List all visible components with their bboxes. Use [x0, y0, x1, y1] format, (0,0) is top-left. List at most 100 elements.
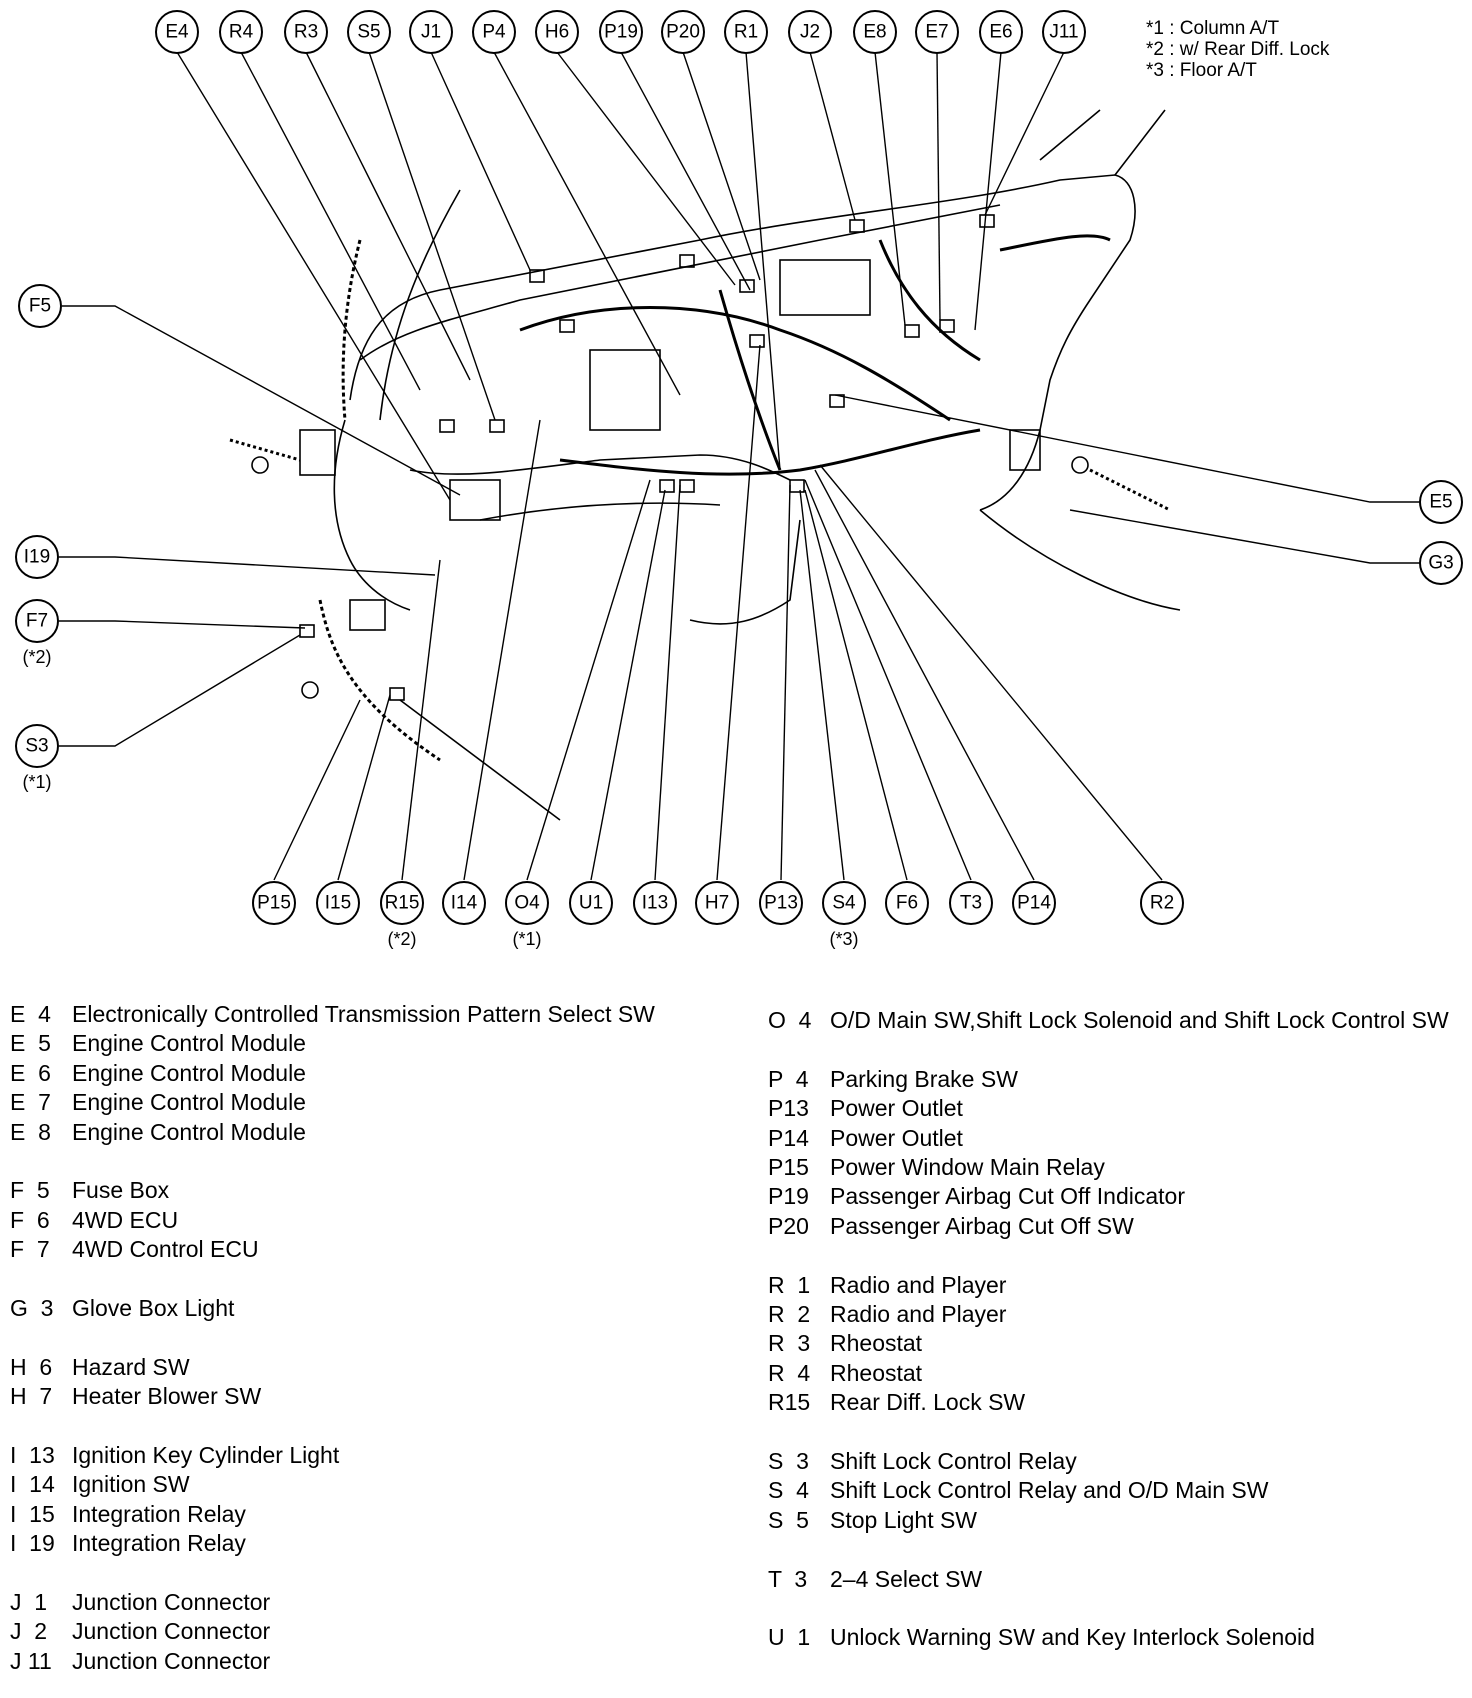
callout-label: E4	[165, 22, 189, 43]
legend-code: J 2	[10, 1618, 48, 1645]
callout-label: P20	[666, 22, 700, 43]
callout-circle	[442, 881, 486, 925]
callout-circle	[409, 10, 453, 54]
callout-circle	[15, 599, 59, 643]
callout-label: S3	[25, 736, 48, 757]
callout-circle	[219, 10, 263, 54]
callout-label: S4	[832, 893, 856, 914]
legend-gap	[768, 1594, 1468, 1623]
legend-desc: Junction Connector	[72, 1647, 271, 1674]
callout-circle	[599, 10, 643, 54]
footnotes: *1 : Column A/T *2 : w/ Rear Diff. Lock …	[1146, 18, 1329, 81]
callout-r1: R1	[724, 10, 768, 54]
callout-circle	[569, 881, 613, 925]
callout-note: (*2)	[22, 647, 51, 667]
legend-item: P 4 Parking Brake SW	[768, 1065, 1468, 1094]
callout-circle	[15, 535, 59, 579]
callout-label: H6	[545, 22, 569, 43]
callout-circle	[661, 10, 705, 54]
legend-code: P15	[768, 1154, 809, 1181]
legend-desc: Fuse Box	[72, 1177, 170, 1204]
legend-gap	[10, 1265, 730, 1294]
callout-circle	[1042, 10, 1086, 54]
callout-i13: I13	[633, 881, 677, 925]
callout-circle	[822, 881, 866, 925]
callout-circle	[15, 724, 59, 768]
callout-f7: F7(*2)	[15, 599, 59, 667]
callout-p13: P13	[759, 881, 803, 925]
legend-item: F 6 4WD ECU	[10, 1206, 730, 1235]
callout-j1: J1	[409, 10, 453, 54]
legend-desc: Shift Lock Control Relay and O/D Main SW	[830, 1477, 1269, 1504]
legend-code: P19	[768, 1183, 809, 1210]
legend-code: I 14	[10, 1471, 55, 1498]
callout-circle	[853, 10, 897, 54]
legend-gap	[768, 1241, 1468, 1270]
callout-label: R1	[734, 22, 758, 43]
footnote: *2 : w/ Rear Diff. Lock	[1146, 39, 1330, 60]
callout-s3: S3 (*1)	[15, 724, 59, 792]
legend-code: R 4	[768, 1359, 811, 1386]
callout-i19: I19	[15, 535, 59, 579]
callout-r15: R15(*2)	[380, 881, 424, 949]
callout-p15: P15	[252, 881, 296, 925]
legend-desc: Passenger Airbag Cut Off SW	[830, 1212, 1134, 1239]
callout-u1: U1	[569, 881, 613, 925]
callout-circle	[1140, 881, 1184, 925]
legend-code: S 4	[768, 1477, 809, 1504]
callout-p19: P19	[599, 10, 643, 54]
footnote: *3 : Floor A/T	[1146, 60, 1257, 81]
legend-desc: Engine Control Module	[72, 1118, 306, 1145]
legend-item: H 6 Hazard SW	[10, 1353, 730, 1382]
footnote: *1 : Column A/T	[1146, 18, 1280, 39]
legend-desc: Heater Blower SW	[72, 1383, 262, 1410]
callout-circle	[316, 881, 360, 925]
legend-desc: 4WD ECU	[72, 1206, 179, 1233]
legend-desc: Hazard SW	[72, 1353, 190, 1380]
legend-code: H 6	[10, 1353, 53, 1380]
legend-gap	[768, 1035, 1468, 1064]
callout-label: P15	[257, 893, 291, 914]
callout-p14: P14	[1012, 881, 1056, 925]
callout-circle	[1419, 541, 1463, 585]
legend-desc: Glove Box Light	[72, 1295, 235, 1322]
legend-code: O 4	[768, 1007, 812, 1033]
callout-label: R4	[229, 22, 254, 43]
callout-label: H7	[705, 893, 729, 914]
callout-label: E6	[989, 22, 1012, 43]
callout-s5: S5	[347, 10, 391, 54]
legend-desc: Power Outlet	[830, 1124, 963, 1151]
callout-e8: E8	[853, 10, 897, 54]
callout-o4: O4(*1)	[505, 881, 549, 949]
legend-code: R15	[768, 1389, 811, 1416]
legend-code: F 6	[10, 1206, 50, 1233]
legend-desc: Parking Brake SW	[830, 1065, 1018, 1092]
callout-r4: R4	[219, 10, 263, 54]
legend-code: I 15	[10, 1500, 55, 1527]
callout-label: I19	[24, 547, 50, 568]
callout-circle	[788, 10, 832, 54]
legend-desc: 4WD Control ECU	[72, 1236, 259, 1263]
legend-code: P 4	[768, 1065, 809, 1092]
legend-code: E 4	[10, 1001, 51, 1027]
callout-note: (*1)	[22, 772, 51, 792]
